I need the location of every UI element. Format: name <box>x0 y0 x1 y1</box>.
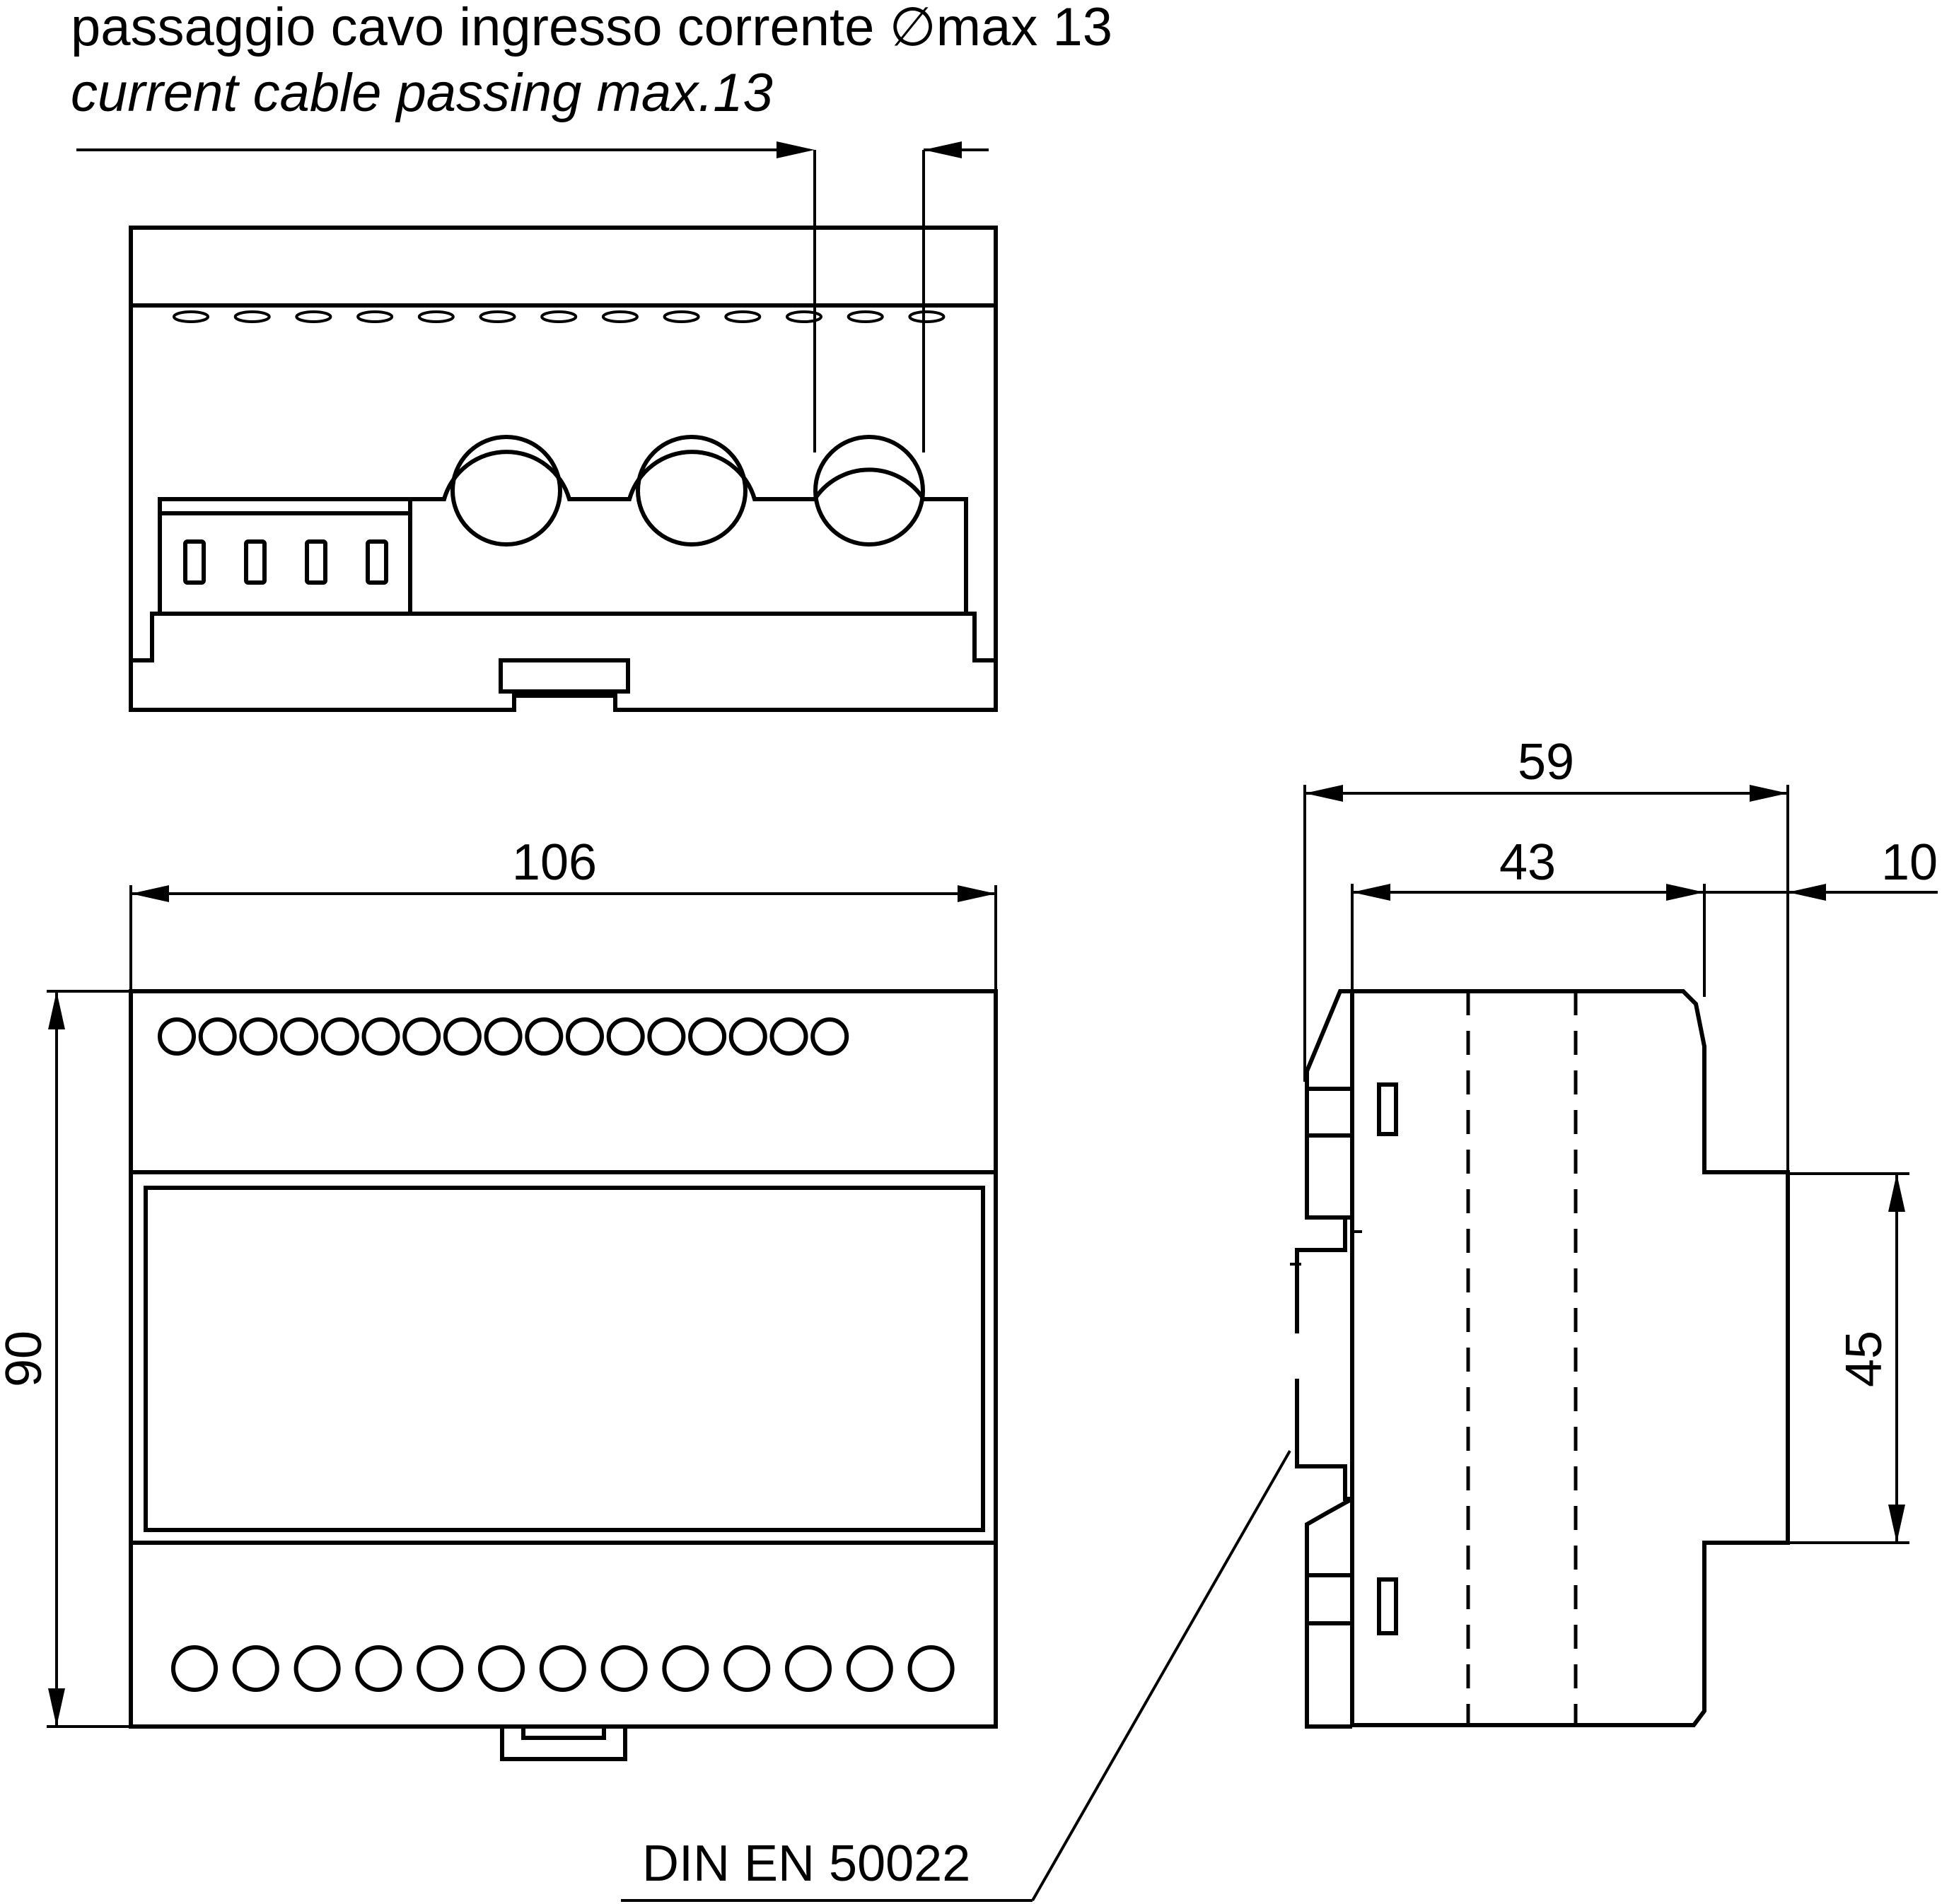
cable-title-italian: passaggio cavo ingresso corrente ∅max 13 <box>71 0 1112 57</box>
side-view-housing <box>1350 989 1790 1727</box>
cable-hole <box>636 435 748 547</box>
front-view: 106 90 <box>0 834 998 1761</box>
terminal-screw <box>728 1017 767 1056</box>
cable-title-english: current cable passing max.13 <box>71 63 773 123</box>
screw-slot <box>356 310 394 323</box>
terminal-screw <box>478 1645 525 1692</box>
front-bottom-terminal-row <box>171 1645 955 1692</box>
cable-diameter-dimension <box>76 141 989 452</box>
top-view <box>76 141 998 712</box>
terminal-screw <box>566 1017 604 1056</box>
screw-slot <box>847 310 884 323</box>
screw-slot-row <box>173 310 946 323</box>
screw-slot <box>295 310 332 323</box>
terminal-screw <box>785 1645 832 1692</box>
screw-slot <box>173 310 209 323</box>
width-dimension: 106 <box>129 834 997 990</box>
terminal-screw <box>171 1645 218 1692</box>
din-standard-label: DIN EN 50022 <box>642 1835 970 1892</box>
terminal-screw <box>769 1017 808 1056</box>
terminal-screw <box>688 1017 727 1056</box>
screw-slot <box>786 310 822 323</box>
terminal-screw <box>198 1017 237 1056</box>
front-display-window <box>144 1186 985 1532</box>
depth-10-dimension: 10 <box>1704 834 1938 901</box>
terminal-screw <box>539 1645 586 1692</box>
side-view: 59 43 10 45 <box>1290 734 1938 1729</box>
side-upper-slot <box>1377 1082 1398 1136</box>
terminal-screw <box>417 1645 464 1692</box>
cable-hole <box>813 435 925 547</box>
screw-slot <box>908 310 946 323</box>
terminal-screw <box>723 1645 771 1692</box>
screw-slot <box>479 310 516 323</box>
din-rail-profile <box>1295 1215 1352 1501</box>
screw-slot <box>233 310 271 323</box>
terminal-screw <box>846 1645 893 1692</box>
height-dimension: 90 <box>0 990 131 1728</box>
connector-pin <box>366 539 388 585</box>
side-upper-latch <box>1305 989 1352 1220</box>
terminal-screw <box>484 1017 523 1056</box>
screw-slot <box>601 310 639 323</box>
terminal-screw <box>606 1017 645 1056</box>
front-top-terminal-row <box>158 1017 849 1056</box>
cable-hole <box>450 435 562 547</box>
connector-pin <box>305 539 327 585</box>
height-label: 90 <box>0 1331 52 1387</box>
side-lower-slot <box>1377 1577 1398 1635</box>
terminal-screw <box>525 1017 564 1056</box>
terminal-screw <box>355 1645 402 1692</box>
cable-hole-rail <box>410 450 968 614</box>
terminal-screw <box>232 1645 279 1692</box>
terminal-screw <box>158 1017 196 1056</box>
top-view-connector <box>158 497 412 614</box>
depth-59-label: 59 <box>1518 734 1574 790</box>
width-label: 106 <box>512 834 597 891</box>
depth-10-label: 10 <box>1881 834 1938 891</box>
screw-slot <box>724 310 762 323</box>
cable-hole-row <box>450 435 925 547</box>
terminal-screw <box>320 1017 359 1056</box>
terminal-screw <box>361 1017 400 1056</box>
screw-slot <box>540 310 578 323</box>
connector-pin <box>244 539 267 585</box>
terminal-screw <box>280 1017 319 1056</box>
terminal-screw <box>443 1017 482 1056</box>
terminal-screw <box>293 1645 341 1692</box>
screw-slot <box>663 310 700 323</box>
rail-45-label: 45 <box>1836 1331 1892 1387</box>
terminal-screw <box>402 1017 441 1056</box>
terminal-screw <box>647 1017 686 1056</box>
terminal-screw <box>810 1017 849 1056</box>
depth-43-dimension: 43 <box>1351 834 1706 997</box>
depth-43-label: 43 <box>1499 834 1556 891</box>
rail-45-dimension: 45 <box>1788 1172 1909 1544</box>
connector-pin <box>183 539 206 585</box>
terminal-screw <box>600 1645 648 1692</box>
side-lower-latch <box>1305 1497 1354 1729</box>
top-view-housing <box>129 226 998 712</box>
din-leader: DIN EN 50022 <box>621 1450 1291 1902</box>
depth-59-dimension: 59 <box>1303 734 1789 1172</box>
top-view-clip <box>499 658 630 694</box>
screw-slot <box>417 310 455 323</box>
terminal-screw <box>907 1645 955 1692</box>
terminal-screw <box>662 1645 709 1692</box>
front-view-clip <box>500 1727 627 1761</box>
terminal-screw <box>239 1017 278 1056</box>
front-view-housing <box>129 989 998 1729</box>
